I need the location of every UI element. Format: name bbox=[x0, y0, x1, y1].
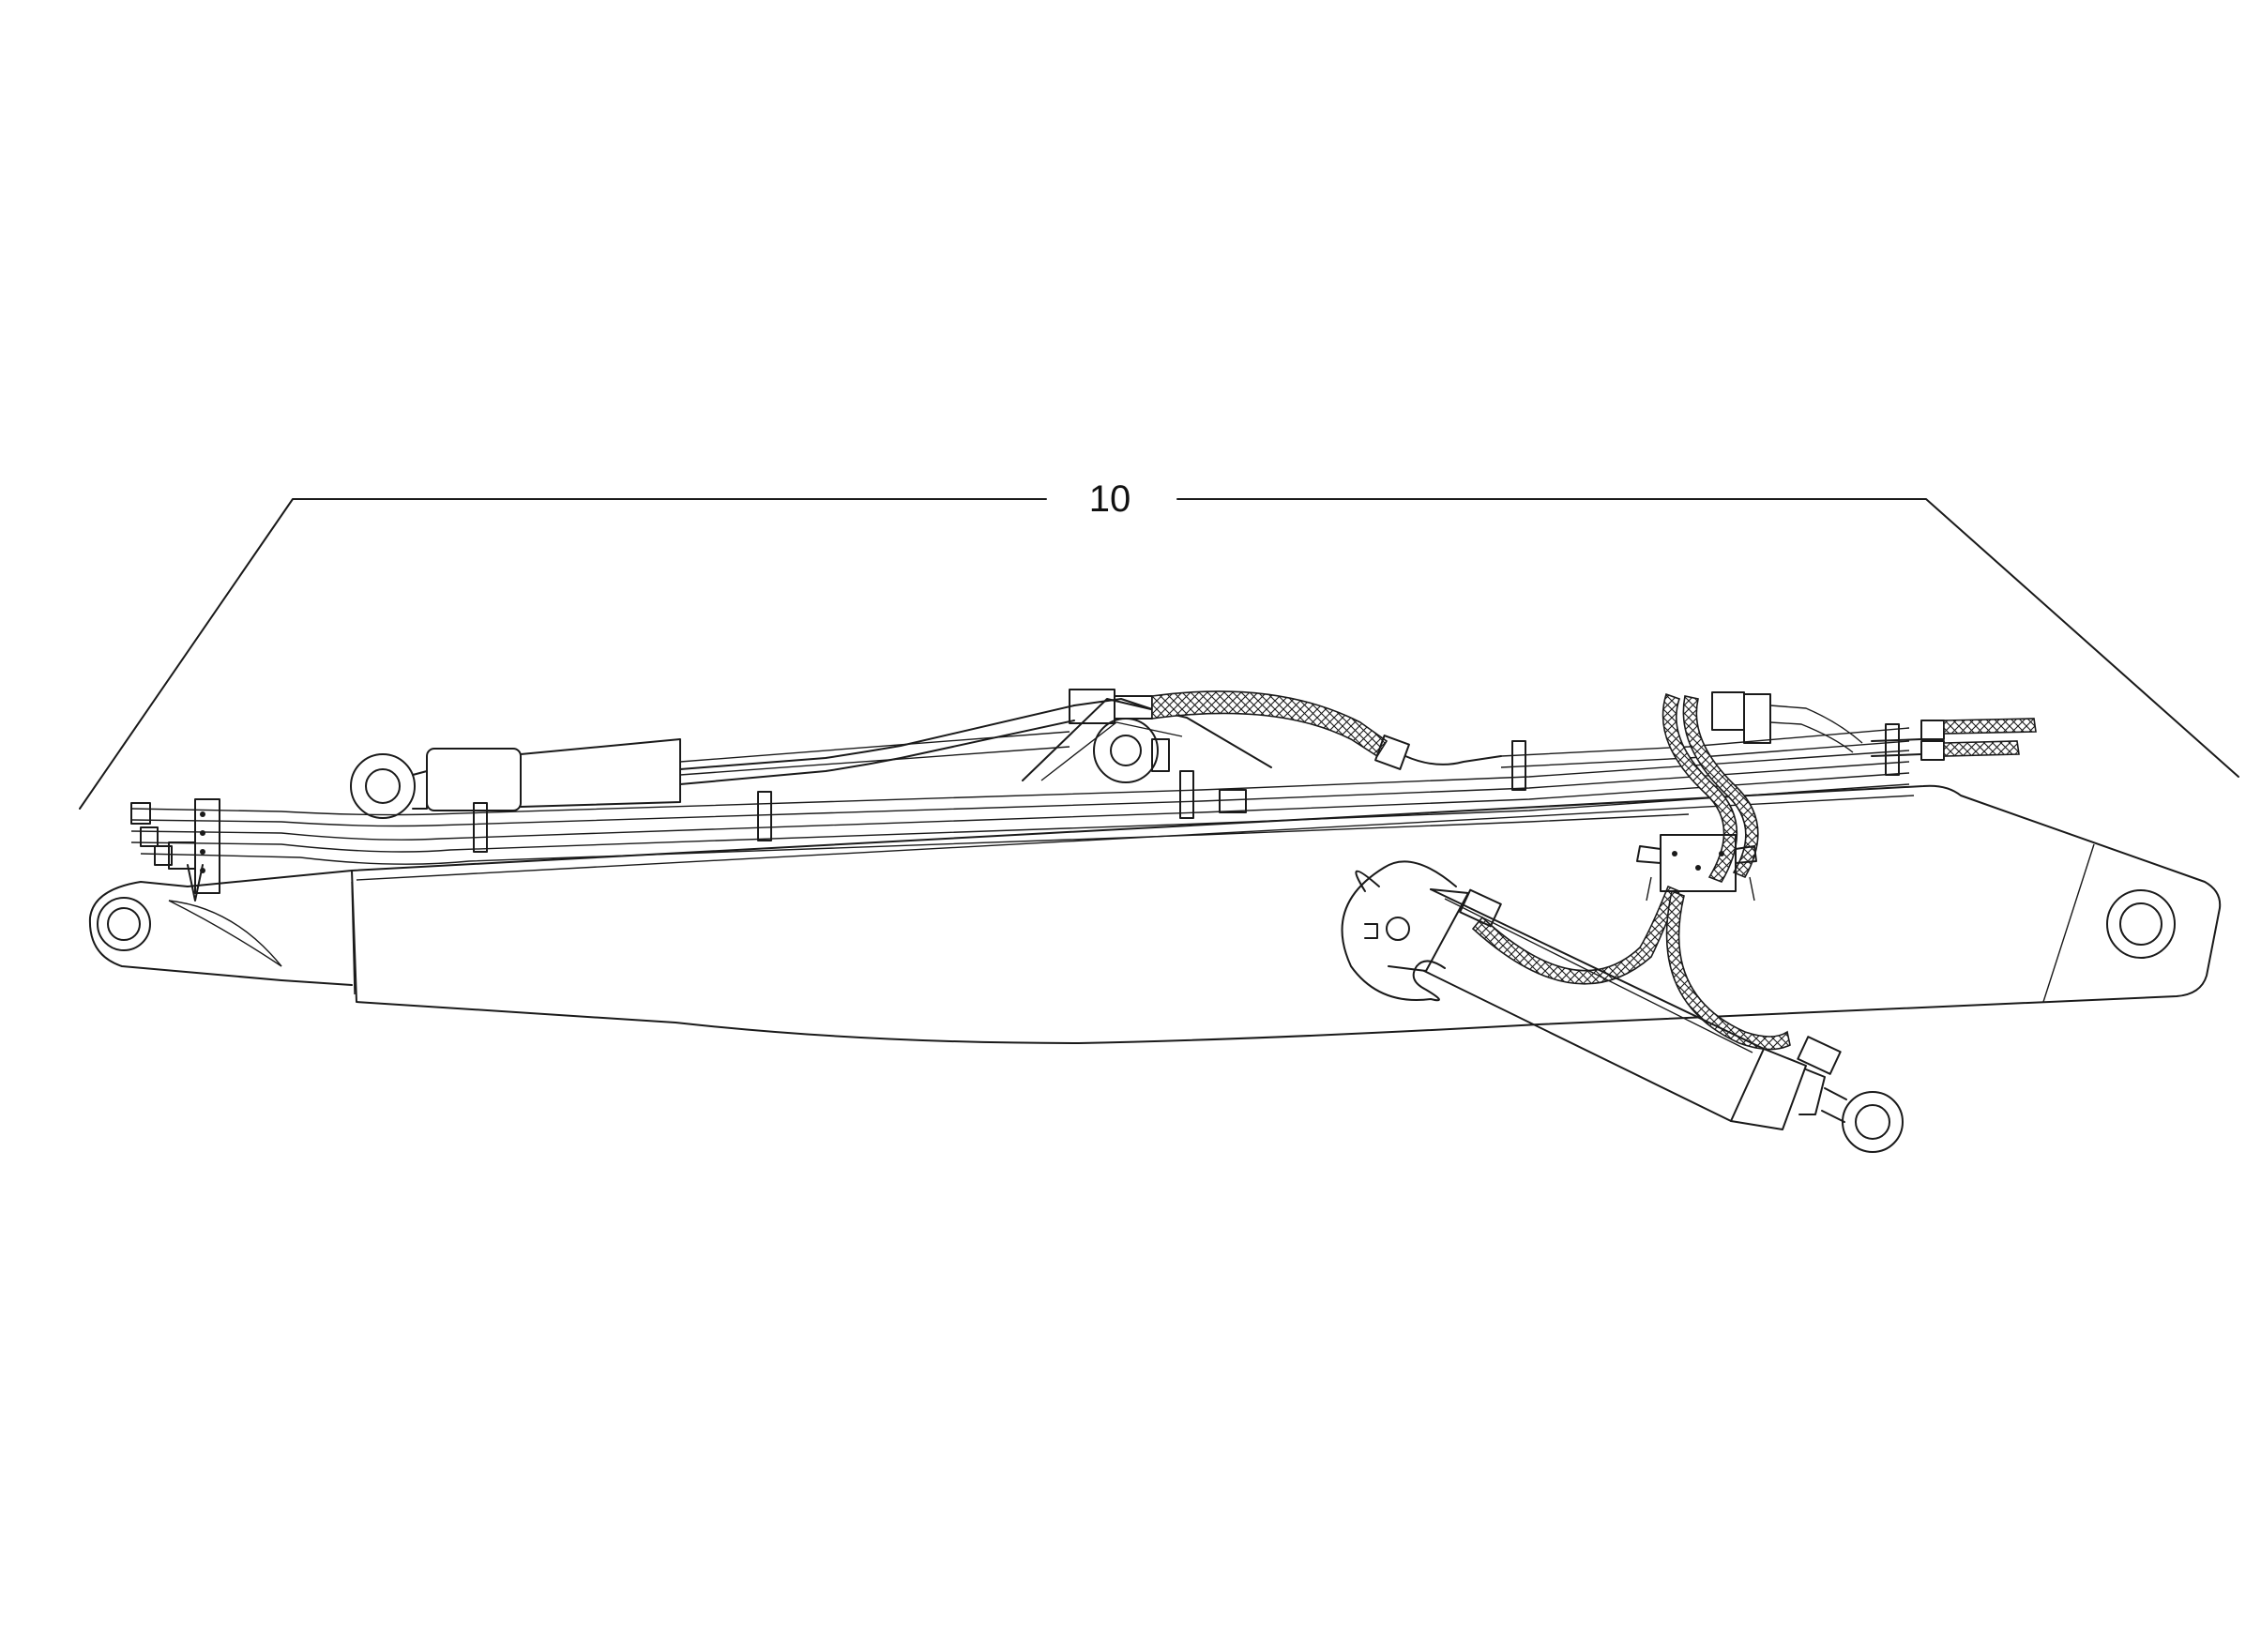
upper-pipe bbox=[679, 698, 1164, 785]
callout-label: 10 bbox=[1089, 478, 1131, 520]
top-hose-assembly bbox=[1069, 689, 1502, 770]
pipe-clamps bbox=[473, 723, 1900, 853]
foot-pin-outer bbox=[97, 897, 151, 951]
tip-pin-inner bbox=[2119, 902, 2162, 946]
tip-pin-outer bbox=[2106, 889, 2176, 959]
right-fittings bbox=[1711, 691, 2037, 761]
left-manifold bbox=[130, 798, 220, 902]
callout-bracket: 10 bbox=[79, 478, 2239, 810]
bucket-cylinder bbox=[1341, 860, 1904, 1153]
foot-pin-inner bbox=[107, 907, 141, 941]
center-valve-block bbox=[1636, 834, 1757, 902]
boom-body bbox=[88, 784, 2222, 1044]
arm-cylinder-upper bbox=[350, 731, 1070, 819]
descending-hoses bbox=[1471, 692, 1791, 1051]
